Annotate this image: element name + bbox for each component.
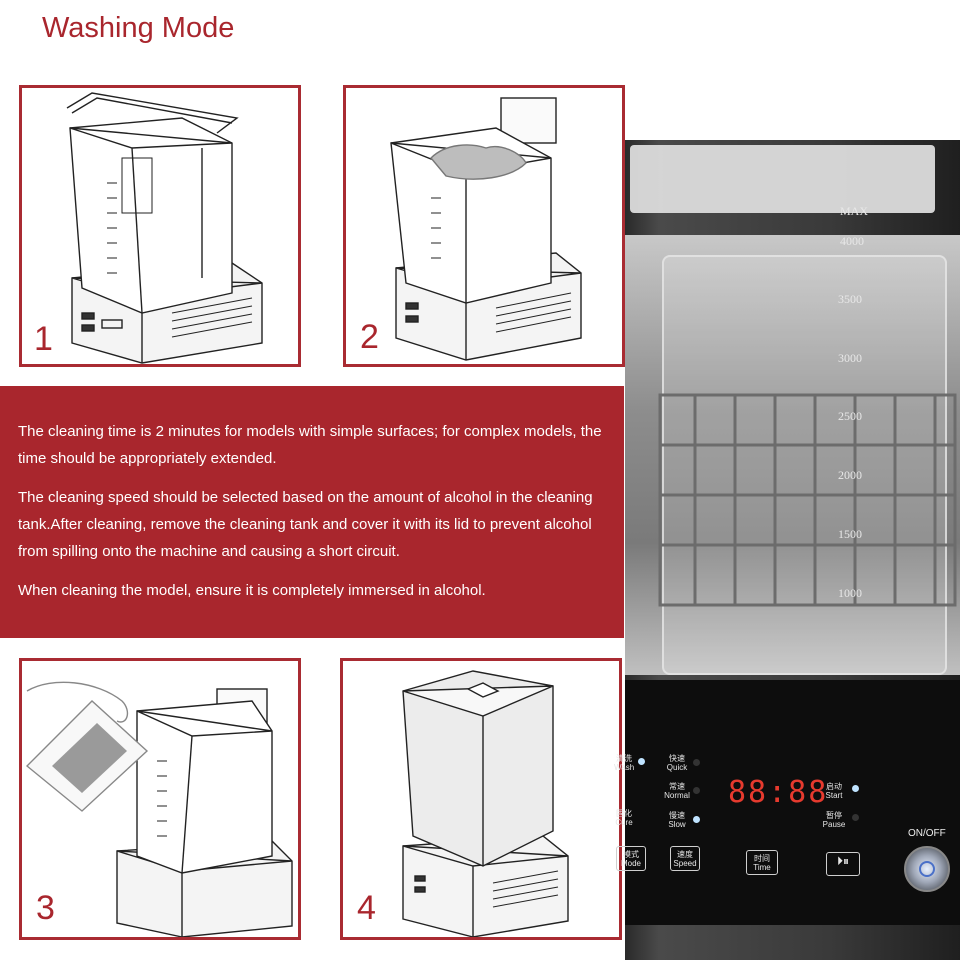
scale-2500: 2500 bbox=[838, 409, 862, 423]
time-display: 88:88 bbox=[728, 775, 829, 810]
machine-photo: MAX 4000 3500 3000 2500 2000 1500 1000 清… bbox=[600, 140, 960, 960]
step-panel-3: 3 bbox=[19, 658, 301, 940]
step-number-3: 3 bbox=[36, 889, 55, 927]
scale-4000: 4000 bbox=[840, 234, 864, 248]
instruction-cleaning-time: The cleaning time is 2 minutes for model… bbox=[18, 423, 602, 467]
instruction-immersion: When cleaning the model, ensure it is co… bbox=[18, 582, 486, 599]
step-number-4: 4 bbox=[357, 889, 376, 927]
control-panel bbox=[625, 680, 960, 925]
start-led bbox=[852, 785, 859, 792]
wash-led bbox=[638, 758, 645, 765]
instruction-cleaning-speed: The cleaning speed should be selected ba… bbox=[18, 489, 593, 560]
pause-led bbox=[852, 814, 859, 821]
step-panel-1: 1 bbox=[19, 85, 301, 367]
play-pause-button[interactable]: ⏵⏸ bbox=[826, 852, 860, 876]
step-number-1: 1 bbox=[34, 320, 53, 358]
scale-1500: 1500 bbox=[838, 527, 862, 541]
scale-1000: 1000 bbox=[838, 586, 862, 600]
step-panel-2: 2 bbox=[343, 85, 625, 367]
scale-3000: 3000 bbox=[838, 351, 862, 365]
scale-2000: 2000 bbox=[838, 468, 862, 482]
tank-with-basket-illustration bbox=[66, 92, 263, 364]
wire-basket bbox=[658, 393, 957, 607]
step-panel-4: 4 bbox=[340, 658, 622, 940]
tank-with-model-illustration bbox=[390, 97, 582, 361]
power-label: ON/OFF bbox=[908, 828, 946, 839]
power-button[interactable] bbox=[904, 846, 950, 892]
play-pause-icon: ⏵⏸ bbox=[836, 854, 849, 868]
normal-led bbox=[693, 787, 700, 794]
instructions-banner: The cleaning time is 2 minutes for model… bbox=[0, 386, 624, 638]
power-icon bbox=[919, 861, 935, 877]
step-number-2: 2 bbox=[360, 318, 379, 356]
slow-led bbox=[693, 816, 700, 823]
covered-machine-illustration bbox=[402, 670, 569, 937]
quick-led bbox=[693, 759, 700, 766]
scale-max: MAX bbox=[840, 204, 869, 218]
tank-lid bbox=[630, 145, 935, 213]
pouring-alcohol-illustration bbox=[25, 681, 293, 937]
page-title: Washing Mode bbox=[42, 12, 235, 44]
machine-window bbox=[625, 235, 960, 675]
scale-3500: 3500 bbox=[838, 292, 862, 306]
